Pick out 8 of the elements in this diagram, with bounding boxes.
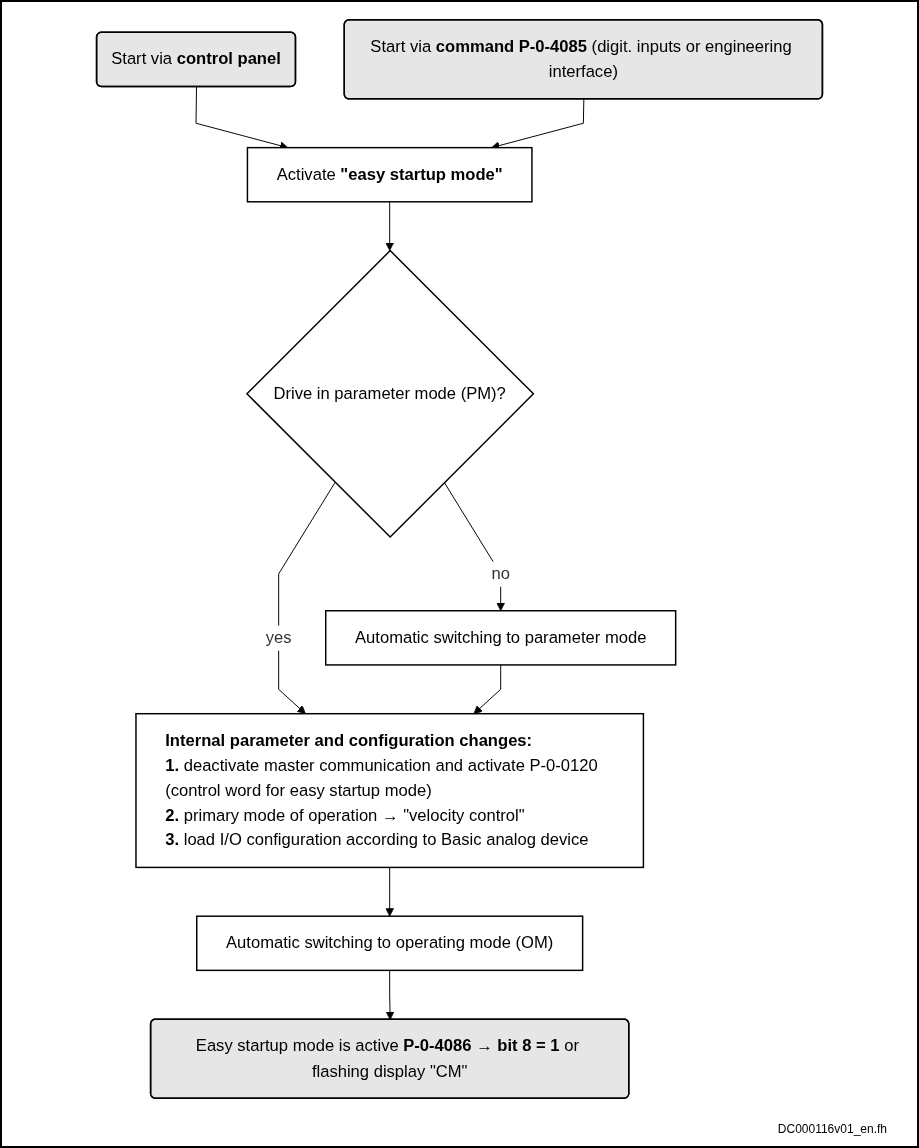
edge-label: no (491, 564, 510, 583)
node-box: Automatic switching to operating mode (OM) (196, 915, 584, 972)
edge-label: yes (265, 628, 292, 647)
node-box: Automatic switching to parameter mode (325, 610, 677, 666)
node-box: Activate "easy startup mode" (246, 146, 533, 203)
figure-code: DC000116v01_en.fh (777, 1122, 887, 1136)
node-diamond: Drive in parameter mode (PM)? (245, 249, 535, 539)
node-box: Internal parameter and configuration changes: 1. deactivate master communication and activate P-0-0120 (control word for easy startup mode) 2. primary mode of operation → "velocity control" 3. load I/O configuration according to Basic analog device (135, 713, 645, 869)
